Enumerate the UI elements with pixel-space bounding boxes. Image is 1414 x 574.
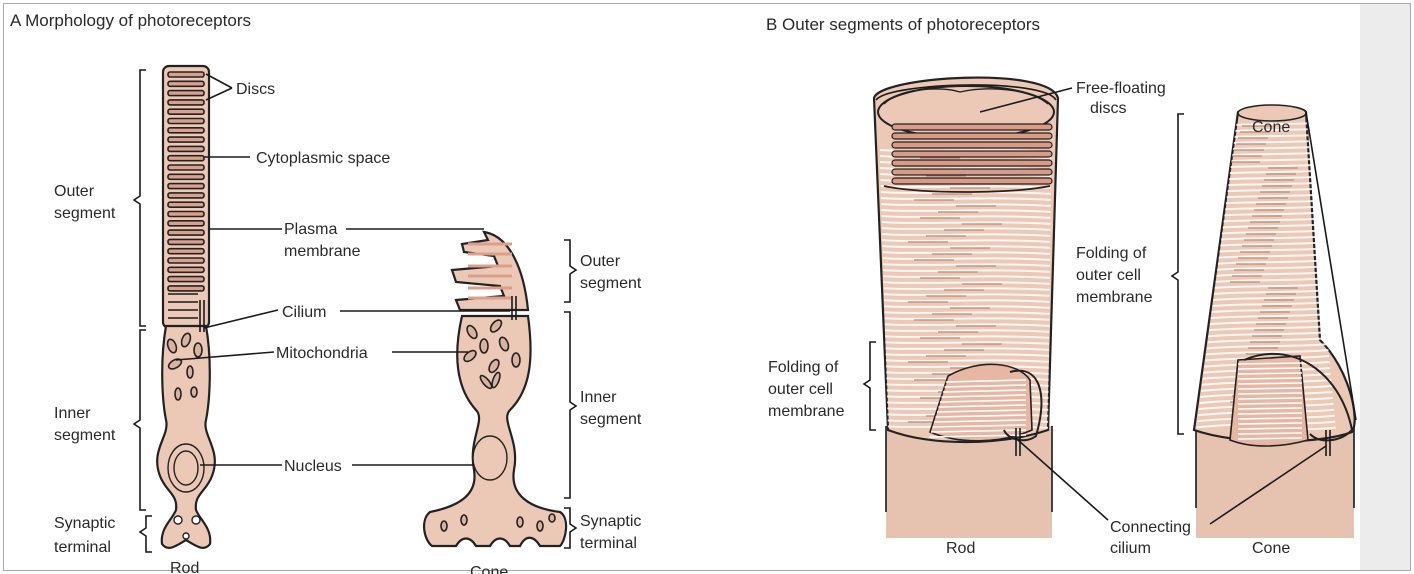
- cone-outer-segment-b: Cone: [1190, 105, 1356, 538]
- cone-inner-segment: [424, 316, 566, 546]
- cone-nucleus: [473, 436, 507, 480]
- panel-a-title: A Morphology of photoreceptors: [10, 11, 251, 30]
- svg-text:membrane: membrane: [284, 243, 361, 260]
- mitochondrion: [194, 343, 202, 357]
- label-mitochondria: Mitochondria: [276, 345, 368, 362]
- label-synaptic-terminal-rod: Synaptic: [54, 515, 115, 532]
- label-cytoplasmic-space: Cytoplasmic space: [256, 150, 390, 167]
- svg-text:segment: segment: [54, 205, 116, 222]
- label-rod-b: Rod: [946, 540, 975, 557]
- rod-disc: [168, 193, 204, 198]
- label-inner-segment-rod: Inner: [54, 405, 91, 422]
- bracket-outer-segment-rod: [134, 70, 146, 326]
- svg-text:segment: segment: [580, 411, 642, 428]
- label-connecting-cilium: Connecting: [1110, 519, 1191, 536]
- rod-disc: [168, 249, 204, 254]
- label-free-floating-discs: Free-floating: [1076, 80, 1166, 97]
- bracket-outer-segment-cone: [564, 240, 576, 302]
- rod-disc: [168, 146, 204, 151]
- svg-text:segment: segment: [54, 427, 116, 444]
- svg-text:outer cell: outer cell: [768, 381, 833, 398]
- cilium-pointer-rod: [204, 310, 278, 328]
- svg-text:terminal: terminal: [580, 535, 637, 552]
- rod-discs: [168, 72, 204, 318]
- bracket-folding-cone: [1172, 114, 1184, 434]
- bracket-inner-segment-cone: [564, 312, 576, 498]
- rod-disc: [168, 184, 204, 189]
- label-plasma-membrane: Plasma: [284, 221, 337, 238]
- svg-text:membrane: membrane: [1076, 289, 1153, 306]
- rod-disc: [168, 72, 204, 77]
- bracket-folding-rod: [864, 342, 876, 430]
- rod-disc: [168, 137, 204, 142]
- label-cilium: Cilium: [282, 304, 326, 321]
- rod-disc: [168, 212, 204, 217]
- label-folding-rod: Folding of: [768, 359, 839, 376]
- svg-text:discs: discs: [1090, 100, 1126, 117]
- rod-disc: [168, 128, 204, 133]
- rod-disc: [168, 109, 204, 114]
- mitochondrion: [175, 388, 181, 400]
- mitochondrion: [512, 353, 520, 367]
- svg-text:outer cell: outer cell: [1076, 267, 1141, 284]
- rod-disc: [168, 91, 204, 96]
- rod-disc: [168, 100, 204, 105]
- rod-disc: [168, 81, 204, 86]
- svg-text:terminal: terminal: [54, 539, 111, 556]
- label-outer-segment-rod: Outer: [54, 183, 95, 200]
- label-synaptic-terminal-cone: Synaptic: [580, 513, 641, 530]
- bracket-inner-segment-rod: [134, 330, 146, 510]
- svg-text:segment: segment: [580, 275, 642, 292]
- rod-disc: [168, 267, 204, 272]
- rod-disc: [168, 156, 204, 161]
- rod-disc: [168, 221, 204, 226]
- bracket-synaptic-terminal-rod: [140, 516, 152, 552]
- rod-disc: [168, 258, 204, 263]
- label-outer-segment-cone: Outer: [580, 253, 621, 270]
- cone-cell-a: [424, 232, 566, 546]
- panel-b-title: B Outer segments of photoreceptors: [766, 15, 1040, 34]
- label-cone-a: Cone: [470, 564, 508, 574]
- label-nucleus: Nucleus: [284, 458, 342, 475]
- mitochondrion: [191, 387, 197, 397]
- rod-cell-a: [157, 66, 215, 548]
- label-cone-b: Cone: [1252, 540, 1290, 557]
- rod-disc: [168, 230, 204, 235]
- mitochondrion: [187, 366, 193, 378]
- rod-disc: [168, 174, 204, 179]
- rod-disc: [168, 277, 204, 282]
- label-discs: Discs: [236, 81, 275, 98]
- label-rod-a: Rod: [170, 560, 199, 574]
- rod-disc: [168, 165, 204, 170]
- svg-text:membrane: membrane: [768, 403, 845, 420]
- label-inner-segment-cone: Inner: [580, 389, 617, 406]
- mitochondrion: [480, 339, 488, 353]
- rod-outer-segment-b: [874, 78, 1058, 538]
- label-folding-cone: Folding of: [1076, 245, 1147, 262]
- rod-disc: [168, 119, 204, 124]
- label-cone-top: Cone: [1252, 119, 1290, 136]
- rod-disc: [168, 286, 204, 291]
- rod-disc: [168, 202, 204, 207]
- svg-text:cilium: cilium: [1110, 540, 1151, 557]
- rod-disc: [168, 239, 204, 244]
